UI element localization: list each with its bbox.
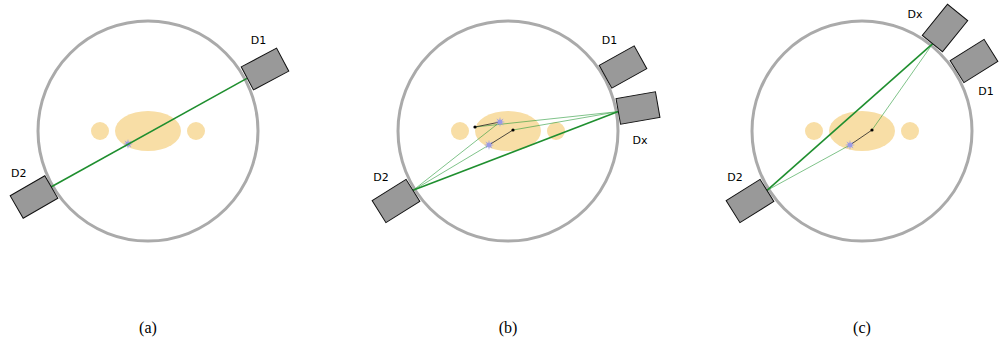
scatter-point — [511, 128, 514, 131]
panel-b — [398, 21, 618, 241]
detector-shape — [948, 35, 1000, 87]
detector-shape — [612, 82, 664, 134]
panel-caption: (c) — [853, 319, 871, 337]
detector-ring — [398, 21, 618, 241]
photon-path — [767, 44, 933, 190]
detector-block — [616, 92, 660, 125]
detector-box: D1 — [239, 43, 291, 95]
detector-label: D2 — [373, 170, 388, 183]
line-of-response — [51, 78, 247, 187]
detector-label: Dx — [908, 8, 923, 21]
phantom — [805, 111, 919, 151]
phantom — [91, 111, 205, 151]
detector-box: D2 — [8, 171, 60, 223]
scatter-path — [475, 122, 513, 145]
detector-shape — [239, 43, 291, 95]
detector-box: D1 — [597, 41, 649, 93]
detector-label: D1 — [602, 34, 617, 47]
scatter-path — [850, 130, 872, 145]
detector-block — [950, 39, 998, 82]
detector-box: Dx — [919, 2, 971, 54]
detector-block — [600, 46, 648, 88]
detector-shape — [919, 2, 971, 54]
detector-label: D2 — [727, 170, 742, 183]
scatter-point — [473, 125, 476, 128]
detector-box: D2 — [724, 175, 776, 227]
annihilation-star — [845, 140, 855, 150]
detector-ring — [752, 21, 972, 241]
detector-label: Dx — [632, 134, 647, 147]
detector-label: D1 — [978, 85, 993, 98]
detector-block — [10, 176, 58, 219]
detector-block — [372, 179, 420, 222]
detector-ring — [38, 21, 258, 241]
detector-label: D1 — [251, 34, 266, 47]
panel-c — [752, 21, 972, 241]
annihilation-star — [495, 117, 505, 127]
detector-block — [922, 5, 967, 52]
panel-caption: (a) — [139, 319, 157, 337]
detector-label: D2 — [11, 167, 26, 180]
detector-box: D2 — [370, 175, 422, 227]
panel-caption: (b) — [499, 319, 518, 337]
detector-block — [241, 48, 289, 90]
annihilation-star — [484, 140, 494, 150]
detector-box: D1 — [948, 35, 1000, 87]
line-of-response — [413, 112, 618, 191]
phantom — [451, 111, 565, 151]
line-of-response — [767, 44, 932, 190]
panel-a — [38, 21, 258, 241]
scatter-point — [870, 128, 873, 131]
detector-block — [726, 179, 774, 222]
detector-box: Dx — [612, 82, 664, 134]
photon-path — [413, 112, 618, 191]
detector-shape — [597, 41, 649, 93]
